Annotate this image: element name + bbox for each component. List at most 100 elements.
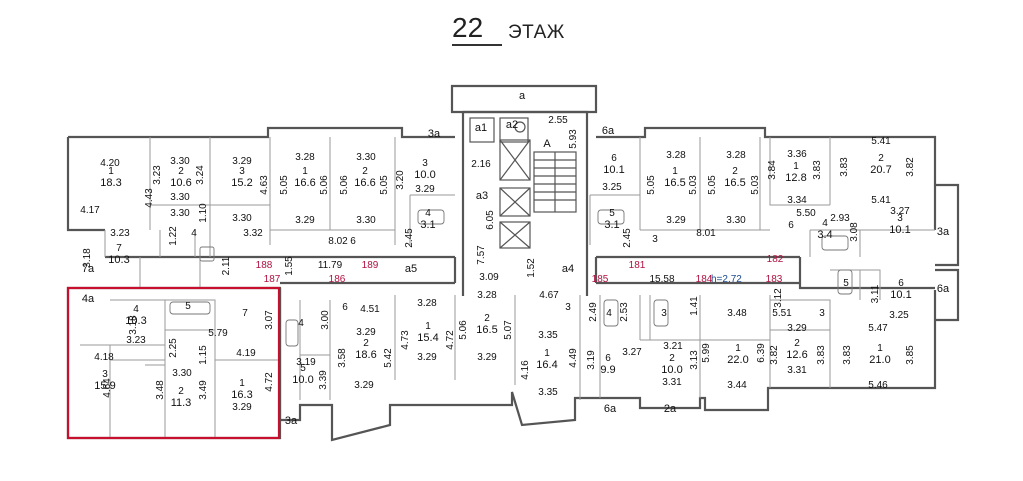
- room-number: 3: [897, 213, 903, 224]
- room-area: 16.5: [724, 177, 745, 189]
- dimension-label: 3.49: [198, 380, 209, 400]
- dimension-label: 6.05: [485, 210, 496, 230]
- dimension-label: 5.79: [208, 328, 228, 339]
- room-area: 3.1: [420, 219, 435, 231]
- room-area: 16.6: [354, 177, 375, 189]
- dimension-label: 3.35: [538, 330, 558, 341]
- axis-mark: 184: [696, 274, 713, 285]
- dimension-label: 3.39: [318, 370, 329, 390]
- zone-label: а: [519, 90, 526, 102]
- axis-mark: 182: [767, 254, 784, 265]
- room-area: 16.5: [476, 324, 497, 336]
- dimension-label: 3.29: [295, 215, 315, 226]
- room-area: 9.9: [600, 364, 615, 376]
- dimension-label: 3.31: [662, 377, 682, 388]
- dimension-label: 3.23: [152, 165, 163, 185]
- dimension-label: 2.16: [471, 159, 491, 170]
- dimension-label: 4.19: [236, 348, 256, 359]
- dimension-label: 3.82: [769, 345, 780, 365]
- room-number: 2: [178, 386, 184, 397]
- dimension-label: 3.29: [232, 402, 252, 413]
- room-number: 2: [669, 353, 675, 364]
- dimension-label: 3.58: [337, 348, 348, 368]
- room-number: 2: [878, 153, 884, 164]
- dimension-label: 3.29: [356, 327, 376, 338]
- room-area: 10.1: [603, 164, 624, 176]
- room-number: 5: [300, 363, 306, 374]
- room-area: 10.0: [661, 364, 682, 376]
- zone-label: 7а: [82, 263, 95, 275]
- dimension-label: 2.45: [622, 228, 633, 248]
- highlighted-apartment-outline: [66, 286, 281, 440]
- dimension-label: 3.27: [890, 206, 910, 217]
- dimension-label: 5.06: [458, 320, 469, 340]
- dimension-label: 5.07: [503, 320, 514, 340]
- zone-label: 3а: [428, 128, 441, 140]
- dimension-label: 6: [350, 236, 356, 247]
- room-area: 10.1: [890, 289, 911, 301]
- dimension-label: 3.20: [395, 170, 406, 190]
- room-area: 15.9: [94, 380, 115, 392]
- zone-label: а4: [562, 263, 574, 275]
- room-area: 16.6: [294, 177, 315, 189]
- dimension-label: 3.31: [787, 365, 807, 376]
- dimension-label: 3.29: [354, 380, 374, 391]
- axis-mark: 188: [256, 260, 273, 271]
- dimension-label: 4.72: [445, 330, 456, 350]
- dimension-label: 3.83: [842, 345, 853, 365]
- dimension-label: 3.34: [787, 195, 807, 206]
- dimension-label: 3.28: [666, 150, 686, 161]
- room-number: 5: [185, 301, 191, 312]
- dimension-label: 3.28: [295, 152, 315, 163]
- dimension-label: 5.47: [868, 323, 888, 334]
- room-number: 3: [661, 308, 667, 319]
- room-number: 1: [672, 166, 678, 177]
- stair-lift-core: [469, 117, 577, 249]
- dimension-label: 3.25: [602, 182, 622, 193]
- dimension-label: 7.57: [476, 245, 487, 265]
- room-number: 2: [363, 338, 369, 349]
- axis-mark: 186: [329, 274, 346, 285]
- dimension-label: 6: [342, 302, 348, 313]
- dimension-label: 3.28: [417, 298, 437, 309]
- room-number: 6: [898, 278, 904, 289]
- dimension-label: 3.09: [479, 272, 499, 283]
- dimension-label: 3: [652, 234, 658, 245]
- dimension-label: 3.85: [905, 345, 916, 365]
- room-area: 12.6: [786, 349, 807, 361]
- dimension-label: 4.63: [259, 175, 270, 195]
- room-number: 2: [362, 166, 368, 177]
- dimension-label: 3.19: [296, 357, 316, 368]
- room-area: 10.3: [125, 315, 146, 327]
- floor-word: ЭТАЖ: [508, 22, 565, 43]
- room-area: 10.0: [292, 374, 313, 386]
- room-area: 3.1: [604, 219, 619, 231]
- dimension-label: 3.21: [663, 341, 683, 352]
- dimension-label: 1.55: [284, 256, 295, 276]
- room-area: 21.0: [869, 354, 890, 366]
- dimension-label: 2.93: [830, 213, 850, 224]
- floor-number: 22: [452, 12, 484, 43]
- dimension-label: 3.13: [689, 350, 700, 370]
- room-area: 10.0: [414, 169, 435, 181]
- room-number: 6: [611, 153, 617, 164]
- dimension-label: 3.83: [816, 345, 827, 365]
- dimension-label: 3.28: [726, 150, 746, 161]
- dimension-label: 3.29: [232, 156, 252, 167]
- dimension-label: 4: [191, 228, 197, 239]
- room-number: 4: [298, 318, 304, 329]
- room-number: 1: [735, 343, 741, 354]
- room-number: 2: [732, 166, 738, 177]
- room-number: 1: [544, 348, 550, 359]
- room-area: 18.6: [355, 349, 376, 361]
- axis-mark: 181: [629, 260, 646, 271]
- dimension-label: 4.64: [102, 378, 113, 398]
- partitions: [80, 137, 935, 438]
- room-area: 15.2: [231, 177, 252, 189]
- dimension-label: 5.05: [707, 175, 718, 195]
- dimension-label: 2.25: [168, 338, 179, 358]
- room-area: 16.3: [231, 389, 252, 401]
- dimension-label: 4.72: [264, 372, 275, 392]
